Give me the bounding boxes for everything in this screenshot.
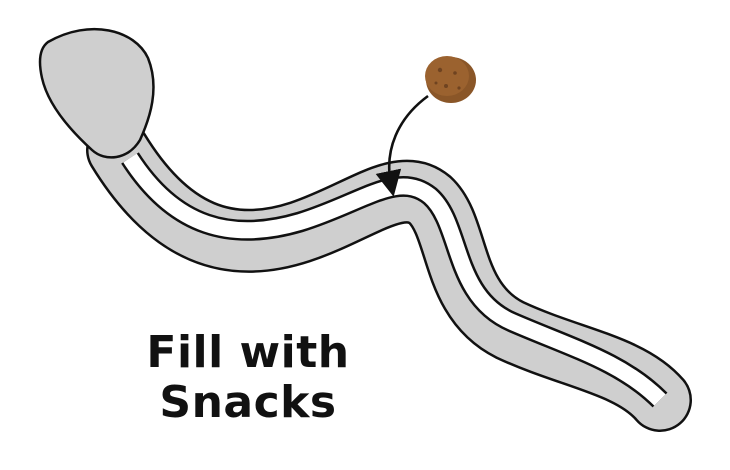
caption-line-1: Fill with [146, 327, 350, 378]
caption-line-2: Snacks [159, 377, 337, 428]
snake-toy [38, 28, 692, 432]
toy-head [38, 28, 155, 159]
insert-arrow-icon [375, 94, 429, 197]
caption: Fill with Snacks [118, 328, 378, 428]
snack-channel [123, 153, 666, 406]
snack-kibble-icon [425, 56, 476, 103]
